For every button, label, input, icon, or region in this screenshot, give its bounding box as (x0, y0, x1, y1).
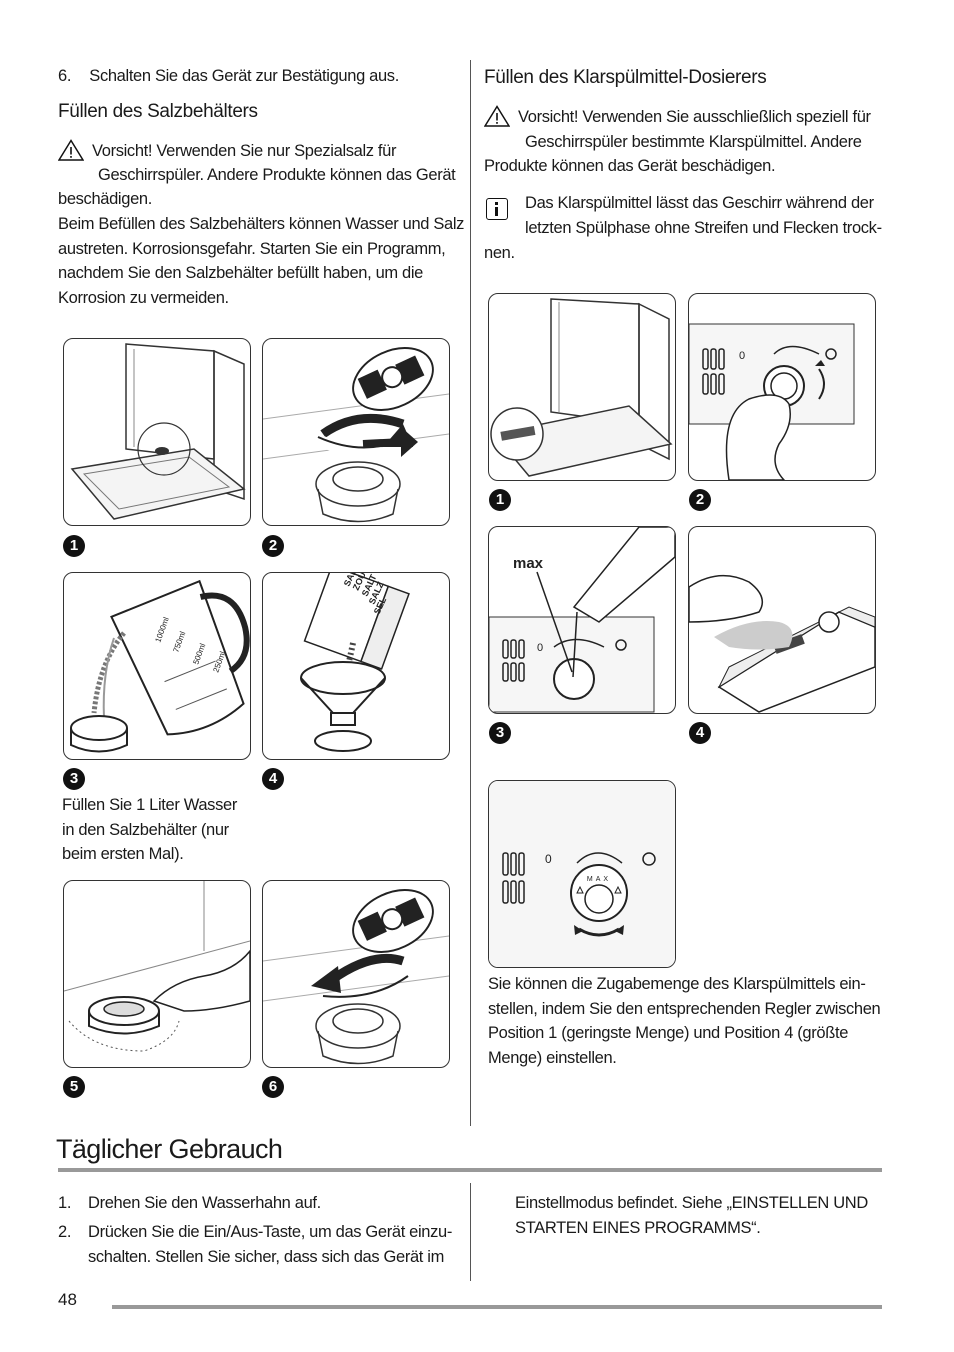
para-line: Position 1 (geringste Menge) und Positio… (488, 1024, 849, 1042)
continued-text: Einstellmodus befindet. Siehe „EINSTELLE… (515, 1191, 868, 1240)
para-line: Sie können die Zugabemenge des Klarspülm… (488, 975, 866, 993)
max-label: max (513, 555, 544, 572)
list-item: 1. (58, 1191, 71, 1216)
section-rule (58, 1168, 882, 1172)
footer-rule (112, 1305, 882, 1309)
caution-text-line2: Geschirrspüler bestimmte Klarspülmittel.… (525, 133, 862, 151)
continued-line: STARTEN EINES PROGRAMMS“. (515, 1218, 761, 1237)
para-line: Beim Befüllen des Salzbehälters können W… (58, 215, 465, 233)
caption-line: in den Salzbehälter (nur (62, 820, 229, 839)
para-line: nachdem Sie den Salzbehälter befüllt hab… (58, 264, 424, 282)
step-text: Schalten Sie das Gerät zur Bestätigung a… (89, 67, 399, 85)
column-divider (470, 60, 471, 1126)
svg-text:0: 0 (545, 852, 552, 866)
figure-number: 4 (262, 768, 284, 790)
info-text-line: Das Klarspülmittel lässt das Geschirr wä… (525, 194, 874, 212)
item-number: 2. (58, 1223, 72, 1241)
figure-number: 2 (262, 535, 284, 557)
figure-salt-3-water-jug: 1000ml 750ml 500ml 250ml (63, 572, 251, 760)
caution-text: Verwenden Sie ausschließlich speziell fü… (578, 108, 871, 126)
salt-paragraph: Beim Befüllen des Salzbehälters können W… (58, 212, 464, 310)
figure-number: 2 (689, 489, 711, 511)
figure-salt-6-screw-cap (262, 880, 450, 1068)
list-item: 2. (58, 1220, 71, 1245)
figure-number: 3 (489, 722, 511, 744)
figure-salt-2-unscrew (262, 338, 450, 526)
item-text: Drücken Sie die Ein/Aus-Taste, um das Ge… (88, 1223, 453, 1241)
figure-number: 3 (63, 768, 85, 790)
caption-line: beim ersten Mal). (62, 845, 184, 863)
caution-text-line3: beschädigen. (58, 190, 152, 208)
caution-text: Verwenden Sie nur Spezialsalz für (152, 142, 397, 160)
para-line: austreten. Korrosionsgefahr. Starten Sie… (58, 239, 446, 258)
step-number: 6. (58, 67, 72, 85)
caution-text-line2: Geschirrspüler. Andere Produkte können d… (98, 166, 456, 184)
item-text: schalten. Stellen Sie sicher, dass sich … (88, 1248, 444, 1266)
caution-salt: Vorsicht! Verwenden Sie nur Spezialsalz … (58, 139, 458, 164)
figure-number: 1 (63, 535, 85, 557)
step-6: 6. Schalten Sie das Gerät zur Bestätigun… (58, 64, 399, 89)
caution-rinse-aid: Vorsicht! Verwenden Sie ausschließlich s… (484, 105, 904, 130)
figure-3-caption: Füllen Sie 1 Liter Wasser in den Salzbeh… (62, 793, 237, 867)
figure-rinse-5-dosage-dial: 0 MAX (488, 780, 676, 968)
figure-rinse-2-open-cap: 0 (688, 293, 876, 481)
figure-rinse-3-pour: 0 max (488, 526, 676, 714)
continued-line: Einstellmodus befindet. Siehe „EINSTELLE… (515, 1194, 868, 1212)
warning-icon (484, 105, 510, 127)
svg-text:0: 0 (739, 350, 745, 362)
para-line: stellen, indem Sie den entsprechenden Re… (488, 999, 881, 1018)
figure-salt-1-dishwasher (63, 338, 251, 526)
caution-text-line3: Produkte können das Gerät beschädigen. (484, 157, 776, 175)
heading-salt-container: Füllen des Salzbehälters (58, 101, 258, 122)
figure-rinse-4-wipe (688, 526, 876, 714)
figure-rinse-1-dishwasher (488, 293, 676, 481)
dial-label: MAX (587, 876, 611, 883)
warning-icon (58, 139, 84, 161)
caution-label: Vorsicht! (518, 108, 579, 126)
heading-rinse-aid: Füllen des Klarspülmittel-Dosierers (484, 67, 767, 88)
item-number: 1. (58, 1194, 72, 1212)
item-text: Drehen Sie den Wasserhahn auf. (88, 1194, 321, 1212)
section-title: Täglicher Gebrauch (56, 1134, 283, 1164)
column-divider-bottom (470, 1183, 471, 1281)
caption-line: Füllen Sie 1 Liter Wasser (62, 796, 237, 814)
figure-number: 6 (262, 1076, 284, 1098)
page-number: 48 (58, 1290, 77, 1309)
figure-salt-4-salt-funnel: SALE ZOUT SALT SALZ SEL (262, 572, 450, 760)
svg-text:0: 0 (537, 642, 543, 654)
figure-salt-5-wipe (63, 880, 251, 1068)
info-text-line: nen. (484, 244, 515, 262)
caution-label: Vorsicht! (92, 142, 153, 160)
dosage-paragraph: Sie können die Zugabemenge des Klarspülm… (488, 972, 881, 1070)
para-line: Korrosion zu vermeiden. (58, 288, 229, 307)
figure-number: 4 (689, 722, 711, 744)
figure-number: 5 (63, 1076, 85, 1098)
para-line: Menge) einstellen. (488, 1048, 617, 1067)
info-icon (486, 198, 508, 220)
info-text-line: letzten Spülphase ohne Streifen und Flec… (525, 219, 882, 237)
figure-number: 1 (489, 489, 511, 511)
